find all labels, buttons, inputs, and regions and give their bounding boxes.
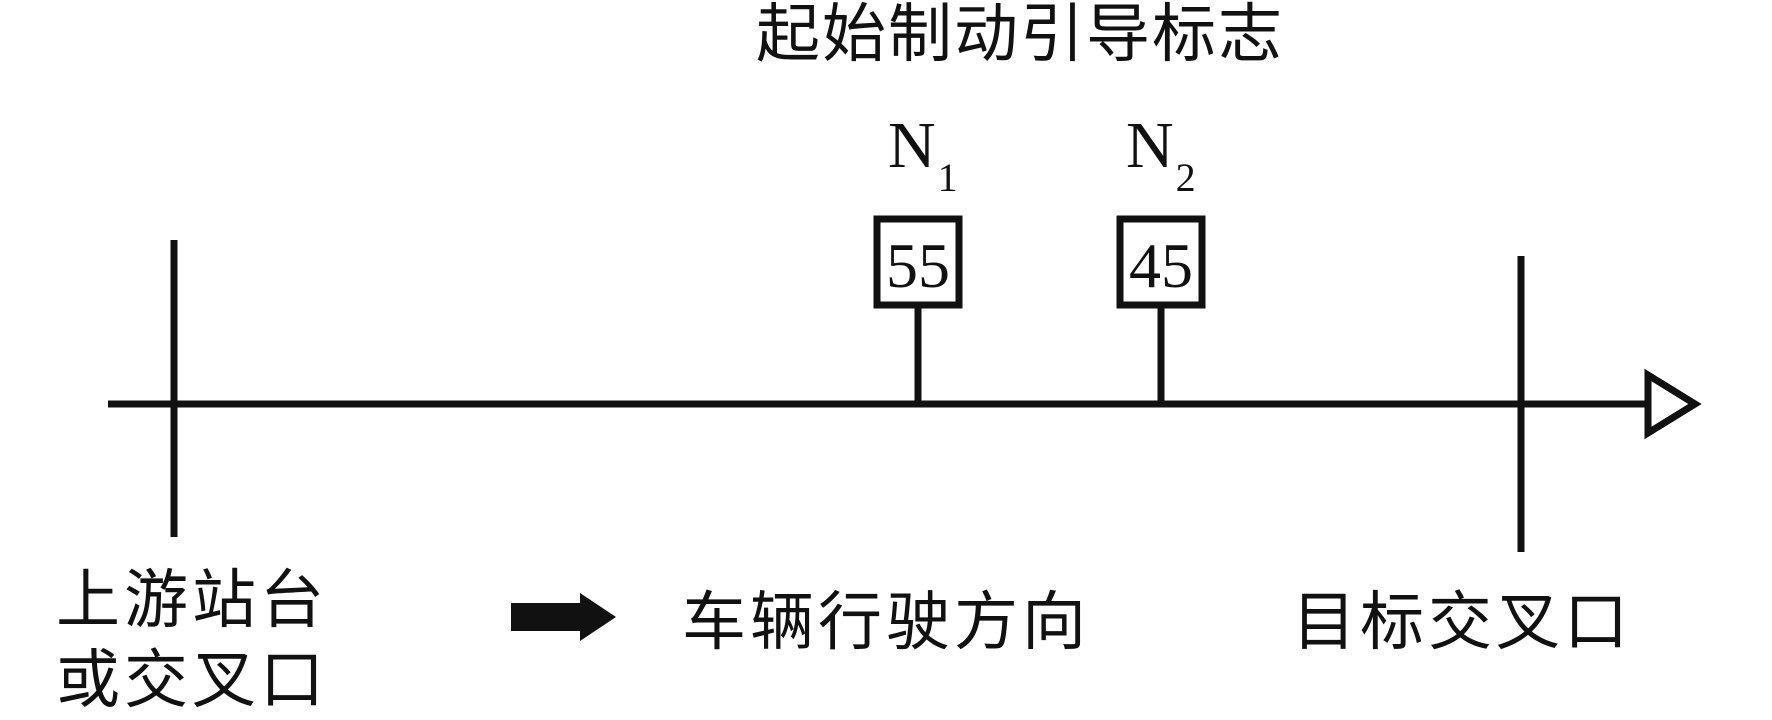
road-arrowhead (1644, 368, 1702, 440)
sign-n1-letter: N (888, 109, 936, 182)
target-intersection-label: 目标交叉口 (1292, 586, 1632, 660)
sign-n2-speed: 45 (1129, 230, 1193, 301)
sign-n1-subscript: 1 (937, 155, 958, 200)
direction-arrow-icon (511, 593, 616, 641)
sign-n2-letter: N (1126, 109, 1174, 182)
sign-n2: 45 (1116, 215, 1206, 404)
direction-label: 车辆行驶方向 (682, 586, 1090, 660)
sign-n2-subscript: 2 (1175, 155, 1196, 200)
diagram-title: 起始制动引导标志 (756, 0, 1284, 72)
sign-n1: 55 (873, 215, 963, 404)
sign-n1-box (873, 215, 963, 309)
sign-n2-box (1116, 215, 1206, 309)
sign-n2-label: N2 (1126, 108, 1196, 200)
upstream-label-line2: 或交叉口 (56, 644, 328, 718)
sign-n1-speed: 55 (886, 230, 950, 301)
upstream-label-line1: 上游站台 (56, 564, 328, 638)
sign-n1-label: N1 (888, 108, 958, 200)
